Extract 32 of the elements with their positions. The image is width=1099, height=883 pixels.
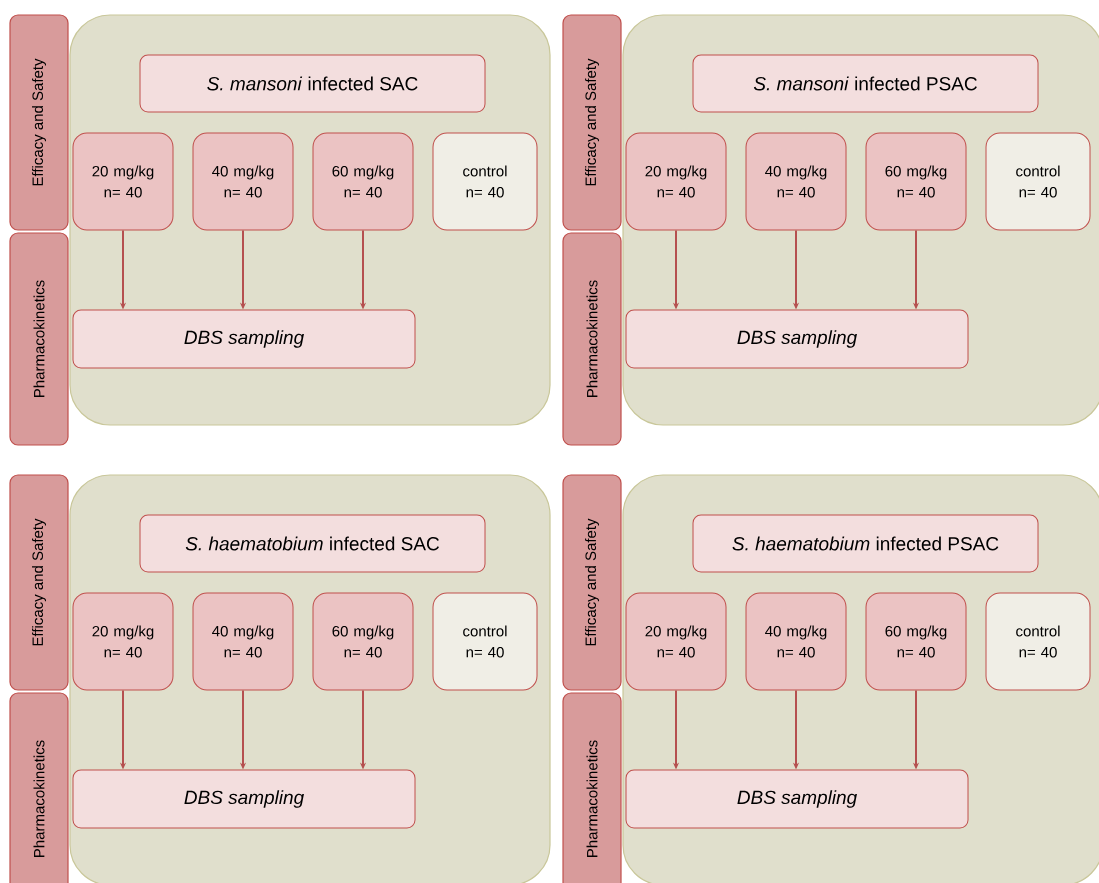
sampling-box: DBS sampling: [72, 309, 416, 369]
dose-group-box: 40 mg/kg n= 40: [745, 132, 847, 231]
dose-group-box: 60 mg/kg n= 40: [312, 592, 414, 691]
group-header-box: S. haematobium infected SAC: [139, 514, 486, 573]
dose-group-box: control n= 40: [985, 132, 1091, 231]
group-header-box: S. mansoni infected SAC: [139, 54, 486, 113]
section-label: Pharmacokinetics: [9, 232, 69, 446]
dose-group-box: control n= 40: [432, 132, 538, 231]
sampling-box: DBS sampling: [625, 769, 969, 829]
dose-group-box: 40 mg/kg n= 40: [745, 592, 847, 691]
dose-group-box: 20 mg/kg n= 40: [72, 592, 174, 691]
dose-group-box: 20 mg/kg n= 40: [625, 132, 727, 231]
sampling-box: DBS sampling: [625, 309, 969, 369]
dose-group-box: control n= 40: [985, 592, 1091, 691]
dose-group-box: 60 mg/kg n= 40: [865, 592, 967, 691]
section-label: Pharmacokinetics: [9, 692, 69, 883]
dose-group-box: 60 mg/kg n= 40: [312, 132, 414, 231]
dose-group-box: 20 mg/kg n= 40: [625, 592, 727, 691]
dose-group-box: 60 mg/kg n= 40: [865, 132, 967, 231]
section-label: Efficacy and Safety: [562, 14, 622, 231]
dose-group-box: 40 mg/kg n= 40: [192, 132, 294, 231]
dose-group-box: 20 mg/kg n= 40: [72, 132, 174, 231]
group-header-box: S. mansoni infected PSAC: [692, 54, 1039, 113]
section-label: Efficacy and Safety: [562, 474, 622, 691]
sampling-box: DBS sampling: [72, 769, 416, 829]
section-label: Efficacy and Safety: [9, 474, 69, 691]
section-label: Pharmacokinetics: [562, 232, 622, 446]
section-label: Pharmacokinetics: [562, 692, 622, 883]
section-label: Efficacy and Safety: [9, 14, 69, 231]
dose-group-box: control n= 40: [432, 592, 538, 691]
group-header-box: S. haematobium infected PSAC: [692, 514, 1039, 573]
dose-group-box: 40 mg/kg n= 40: [192, 592, 294, 691]
